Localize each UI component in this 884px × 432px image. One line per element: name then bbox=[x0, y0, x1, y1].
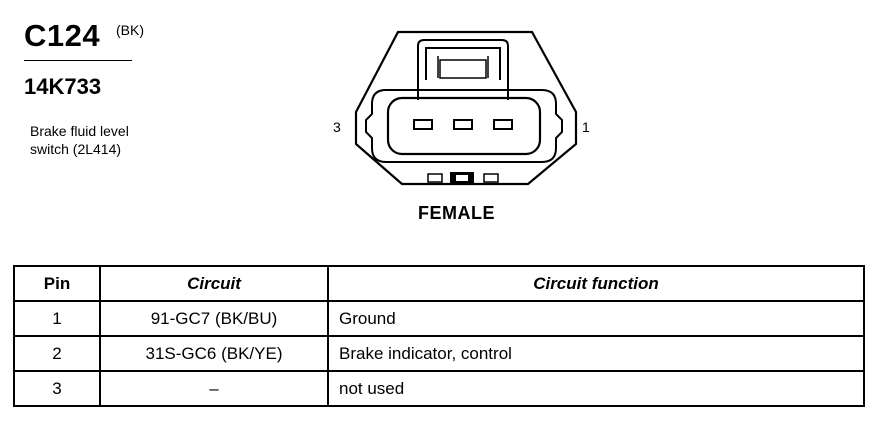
table-row: 3 – not used bbox=[13, 370, 865, 407]
table-row: 1 91-GC7 (BK/BU) Ground bbox=[13, 300, 865, 337]
connector-latch-inner bbox=[425, 47, 501, 80]
cell-circuit: 91-GC7 (BK/BU) bbox=[99, 300, 329, 337]
pin-1-label: 1 bbox=[582, 119, 590, 135]
cell-circuit: – bbox=[99, 370, 329, 407]
connector-color: (BK) bbox=[116, 22, 144, 38]
connector-seal bbox=[365, 89, 563, 163]
header-pin: Pin bbox=[13, 265, 101, 302]
connector-id: C124 bbox=[24, 18, 101, 53]
bottom-key-right bbox=[483, 173, 499, 183]
part-number: 14K733 bbox=[24, 74, 102, 99]
connector-latch bbox=[417, 39, 509, 100]
description-line-1: Brake fluid level bbox=[30, 123, 129, 139]
description-line-2: switch (2L414) bbox=[30, 141, 122, 157]
cell-pin: 3 bbox=[13, 370, 101, 407]
connector-face-drawing bbox=[354, 30, 578, 186]
header-circuit: Circuit bbox=[99, 265, 329, 302]
bottom-key-left bbox=[427, 173, 443, 183]
cell-function: not used bbox=[327, 370, 865, 407]
terminal-2 bbox=[453, 119, 473, 130]
cell-circuit: 31S-GC6 (BK/YE) bbox=[99, 335, 329, 372]
component-description: Brake fluid level switch (2L414) bbox=[30, 122, 210, 158]
cell-pin: 1 bbox=[13, 300, 101, 337]
table-header-row: Pin Circuit Circuit function bbox=[13, 265, 865, 302]
cell-function: Brake indicator, control bbox=[327, 335, 865, 372]
cell-function: Ground bbox=[327, 300, 865, 337]
cell-pin: 2 bbox=[13, 335, 101, 372]
connector-housing bbox=[354, 30, 578, 186]
terminal-3 bbox=[413, 119, 433, 130]
connector-cavity-face bbox=[386, 96, 542, 156]
connector-gender: FEMALE bbox=[418, 203, 495, 223]
table-row: 2 31S-GC6 (BK/YE) Brake indicator, contr… bbox=[13, 335, 865, 372]
header-circuit-function: Circuit function bbox=[327, 265, 865, 302]
pin-3-label: 3 bbox=[333, 119, 341, 135]
latch-tab bbox=[439, 59, 487, 79]
pinout-table: Pin Circuit Circuit function 1 91-GC7 (B… bbox=[13, 265, 865, 407]
terminal-1 bbox=[493, 119, 513, 130]
bottom-key-center-slot bbox=[456, 175, 468, 181]
title-divider bbox=[24, 60, 132, 61]
